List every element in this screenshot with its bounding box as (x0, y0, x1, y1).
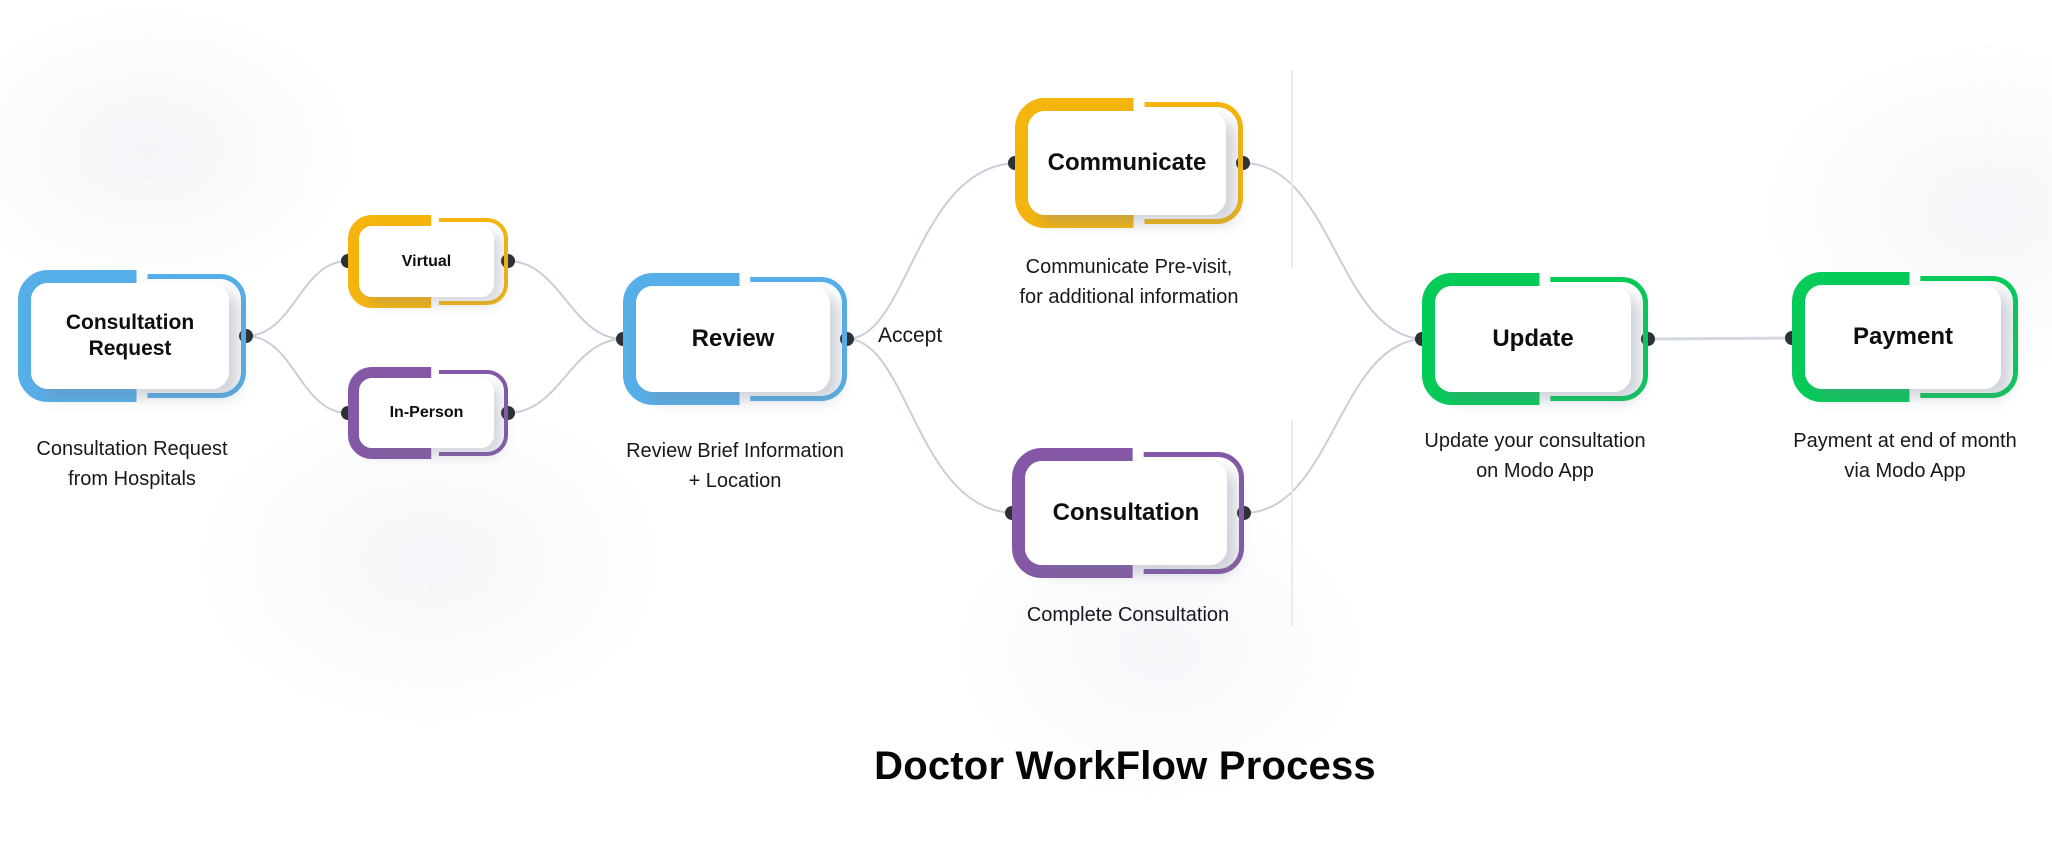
edge-communicate-update (1242, 162, 1423, 340)
node-card: Consultation Request (31, 283, 229, 389)
node-consultation[interactable]: Consultation (1012, 448, 1244, 578)
node-label: Virtual (401, 252, 452, 270)
description-payment: Payment at end of month via Modo App (1793, 430, 2017, 482)
description-consultation-request: Consultation Request from Hospitals (36, 438, 228, 490)
edge-update-payment (1647, 336, 1793, 341)
node-label: Consultation (1052, 499, 1200, 526)
node-in-person[interactable]: In-Person (348, 367, 508, 459)
node-card: Update (1435, 286, 1631, 392)
edge-virtual-review (507, 260, 624, 340)
node-card: Payment (1805, 285, 2001, 389)
edge-inperson-review (507, 338, 624, 414)
node-label: Payment (1852, 323, 1954, 350)
node-label: Communicate (1047, 149, 1207, 176)
node-label: Review (691, 325, 775, 352)
node-communicate[interactable]: Communicate (1015, 98, 1243, 228)
description-communicate: Communicate Pre-visit, for additional in… (1019, 256, 1239, 308)
edge-label-accept: Accept (878, 324, 943, 347)
description-update: Update your consultation on Modo App (1424, 430, 1646, 482)
edge-request-virtual (245, 260, 349, 337)
node-card: Consultation (1025, 461, 1227, 565)
node-consultation-request[interactable]: Consultation Request (18, 270, 246, 402)
edge-request-inperson (245, 335, 349, 414)
node-label: Consultation Request (65, 310, 195, 360)
node-card: In-Person (359, 378, 494, 448)
description-consultation: Complete Consultation (1026, 604, 1230, 626)
node-virtual[interactable]: Virtual (348, 215, 508, 308)
node-review[interactable]: Review (623, 273, 847, 405)
description-review: Review Brief Information + Location (626, 440, 844, 492)
node-label: In-Person (389, 404, 464, 421)
node-card: Virtual (359, 226, 494, 297)
edge-review-communicate (846, 162, 1016, 340)
node-update[interactable]: Update (1422, 273, 1648, 405)
node-payment[interactable]: Payment (1792, 272, 2018, 402)
node-card: Review (636, 286, 830, 392)
node-label: Update (1492, 325, 1574, 352)
diagram-title: Doctor WorkFlow Process (874, 744, 1376, 788)
node-card: Communicate (1028, 111, 1226, 215)
